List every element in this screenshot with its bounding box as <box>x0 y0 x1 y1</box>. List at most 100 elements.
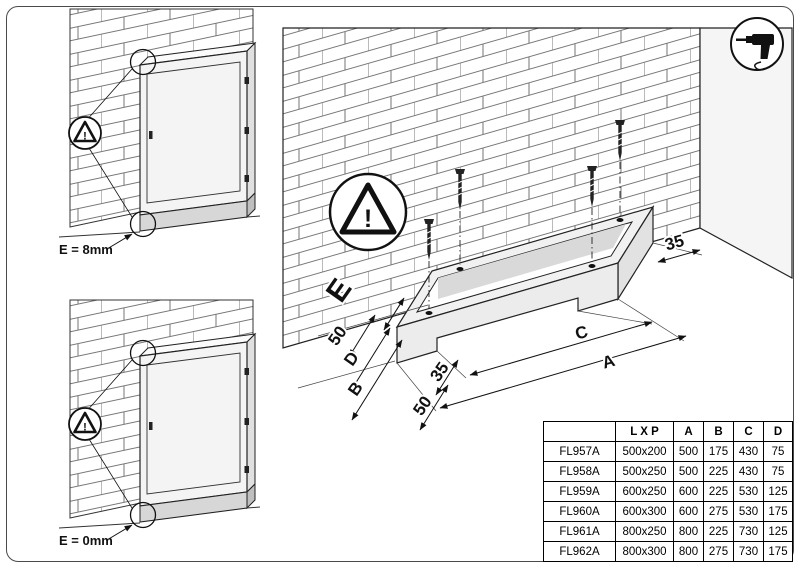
gap-label: E = 0mm <box>59 533 113 548</box>
dimension-lines <box>297 242 703 431</box>
cell-b: 225 <box>703 461 734 482</box>
cabinet-door <box>146 61 241 204</box>
warning-triangle-icon: ! <box>68 116 102 150</box>
plinth-side <box>246 482 256 510</box>
cell-d: 75 <box>763 461 793 482</box>
table-row: FL962A 800x300 800 275 730 175 <box>543 541 793 562</box>
floor-line <box>58 215 261 238</box>
detail-circle-bottom <box>129 210 157 238</box>
cell-a: 800 <box>673 541 704 562</box>
mounting-holes <box>425 218 624 315</box>
dim-line-c <box>469 321 653 376</box>
table-row: FL957A 500x200 500 175 430 75 <box>543 441 793 462</box>
cabinet-lock <box>149 131 153 139</box>
callout-lines <box>88 359 133 509</box>
dim-label-35-back: 35 <box>663 231 686 254</box>
dim-label-c: C <box>573 322 590 344</box>
table-row: FL961A 800x250 800 225 730 125 <box>543 521 793 542</box>
cell-d: 125 <box>763 481 793 502</box>
cell-d: 125 <box>763 521 793 542</box>
header-lxp: L X P <box>615 421 674 442</box>
figure-wall-gap-0mm: ! E = 0mm <box>58 299 261 548</box>
cell-c: 530 <box>733 501 764 522</box>
cell-b: 175 <box>703 441 734 462</box>
cell-b: 225 <box>703 481 734 502</box>
cabinet-front-face <box>139 341 248 507</box>
cabinet-lock <box>149 422 153 430</box>
cell-code: FL958A <box>543 461 616 482</box>
warning-mark: ! <box>83 131 87 143</box>
cabinet-front-face <box>139 50 248 216</box>
frame-front-face <box>396 262 619 364</box>
header-a: A <box>673 421 704 442</box>
cell-code: FL962A <box>543 541 616 562</box>
detail-circle-top <box>129 339 157 367</box>
cell-a: 500 <box>673 461 704 482</box>
floor-line <box>58 506 261 529</box>
gap-arrow <box>106 524 133 541</box>
gap-arrow <box>106 233 133 250</box>
cell-b: 225 <box>703 521 734 542</box>
cell-a: 800 <box>673 521 704 542</box>
cell-code: FL957A <box>543 441 616 462</box>
table-row: FL960A 600x300 600 275 530 175 <box>543 501 793 522</box>
warning-mark: ! <box>83 422 87 434</box>
cell-code: FL959A <box>543 481 616 502</box>
frame-inner-back-wall <box>438 224 626 299</box>
warning-triangle-icon: ! <box>328 172 408 252</box>
cell-lxp: 500x200 <box>615 441 674 462</box>
warning-mark: ! <box>364 205 372 233</box>
figure-main-installation: ! E 50 D B 35 50 C <box>282 27 793 431</box>
detail-circle-top <box>129 48 157 76</box>
plinth-side <box>246 191 256 219</box>
figure-wall-gap-8mm: ! E = 8mm <box>58 8 261 257</box>
dim-line-a <box>439 335 687 409</box>
cell-a: 600 <box>673 481 704 502</box>
cell-lxp: 600x250 <box>615 481 674 502</box>
detail-circle-bottom <box>129 501 157 529</box>
table-row: FL958A 500x250 500 225 430 75 <box>543 461 793 482</box>
dimension-table: L X P A B C D FL957A 500x200 500 175 430… <box>543 421 793 562</box>
cell-code: FL961A <box>543 521 616 542</box>
gap-label: E = 8mm <box>59 242 113 257</box>
cell-code: FL960A <box>543 501 616 522</box>
cabinet-hinges <box>244 368 249 473</box>
cabinet-hinges <box>244 77 249 182</box>
cell-c: 530 <box>733 481 764 502</box>
header-code <box>543 421 616 442</box>
dim-line-35-back <box>657 249 701 263</box>
dim-line-b <box>351 339 403 421</box>
cell-d: 175 <box>763 501 793 522</box>
cell-lxp: 800x250 <box>615 521 674 542</box>
cell-a: 600 <box>673 501 704 522</box>
table-row: FL959A 600x250 600 225 530 125 <box>543 481 793 502</box>
dim-label-a: A <box>600 351 617 373</box>
cabinet-door <box>146 352 241 495</box>
dim-label-b: B <box>344 378 367 399</box>
dim-label-d: D <box>340 348 363 369</box>
cell-b: 275 <box>703 501 734 522</box>
cell-a: 500 <box>673 441 704 462</box>
cell-c: 430 <box>733 441 764 462</box>
drill-icon <box>730 17 784 71</box>
cell-d: 175 <box>763 541 793 562</box>
plinth-frame <box>395 204 655 364</box>
header-d: D <box>763 421 793 442</box>
cell-lxp: 500x250 <box>615 461 674 482</box>
callout-lines <box>88 68 133 218</box>
cell-lxp: 600x300 <box>615 501 674 522</box>
warning-triangle-icon: ! <box>68 407 102 441</box>
dim-label-50-front: 50 <box>409 393 435 419</box>
cell-c: 730 <box>733 521 764 542</box>
cell-d: 75 <box>763 441 793 462</box>
cell-b: 275 <box>703 541 734 562</box>
table-header-row: L X P A B C D <box>543 421 793 442</box>
dim-label-35-front: 35 <box>426 359 452 385</box>
cell-c: 730 <box>733 541 764 562</box>
dim-line-e <box>383 297 405 331</box>
header-c: C <box>733 421 764 442</box>
cell-lxp: 800x300 <box>615 541 674 562</box>
header-b: B <box>703 421 734 442</box>
